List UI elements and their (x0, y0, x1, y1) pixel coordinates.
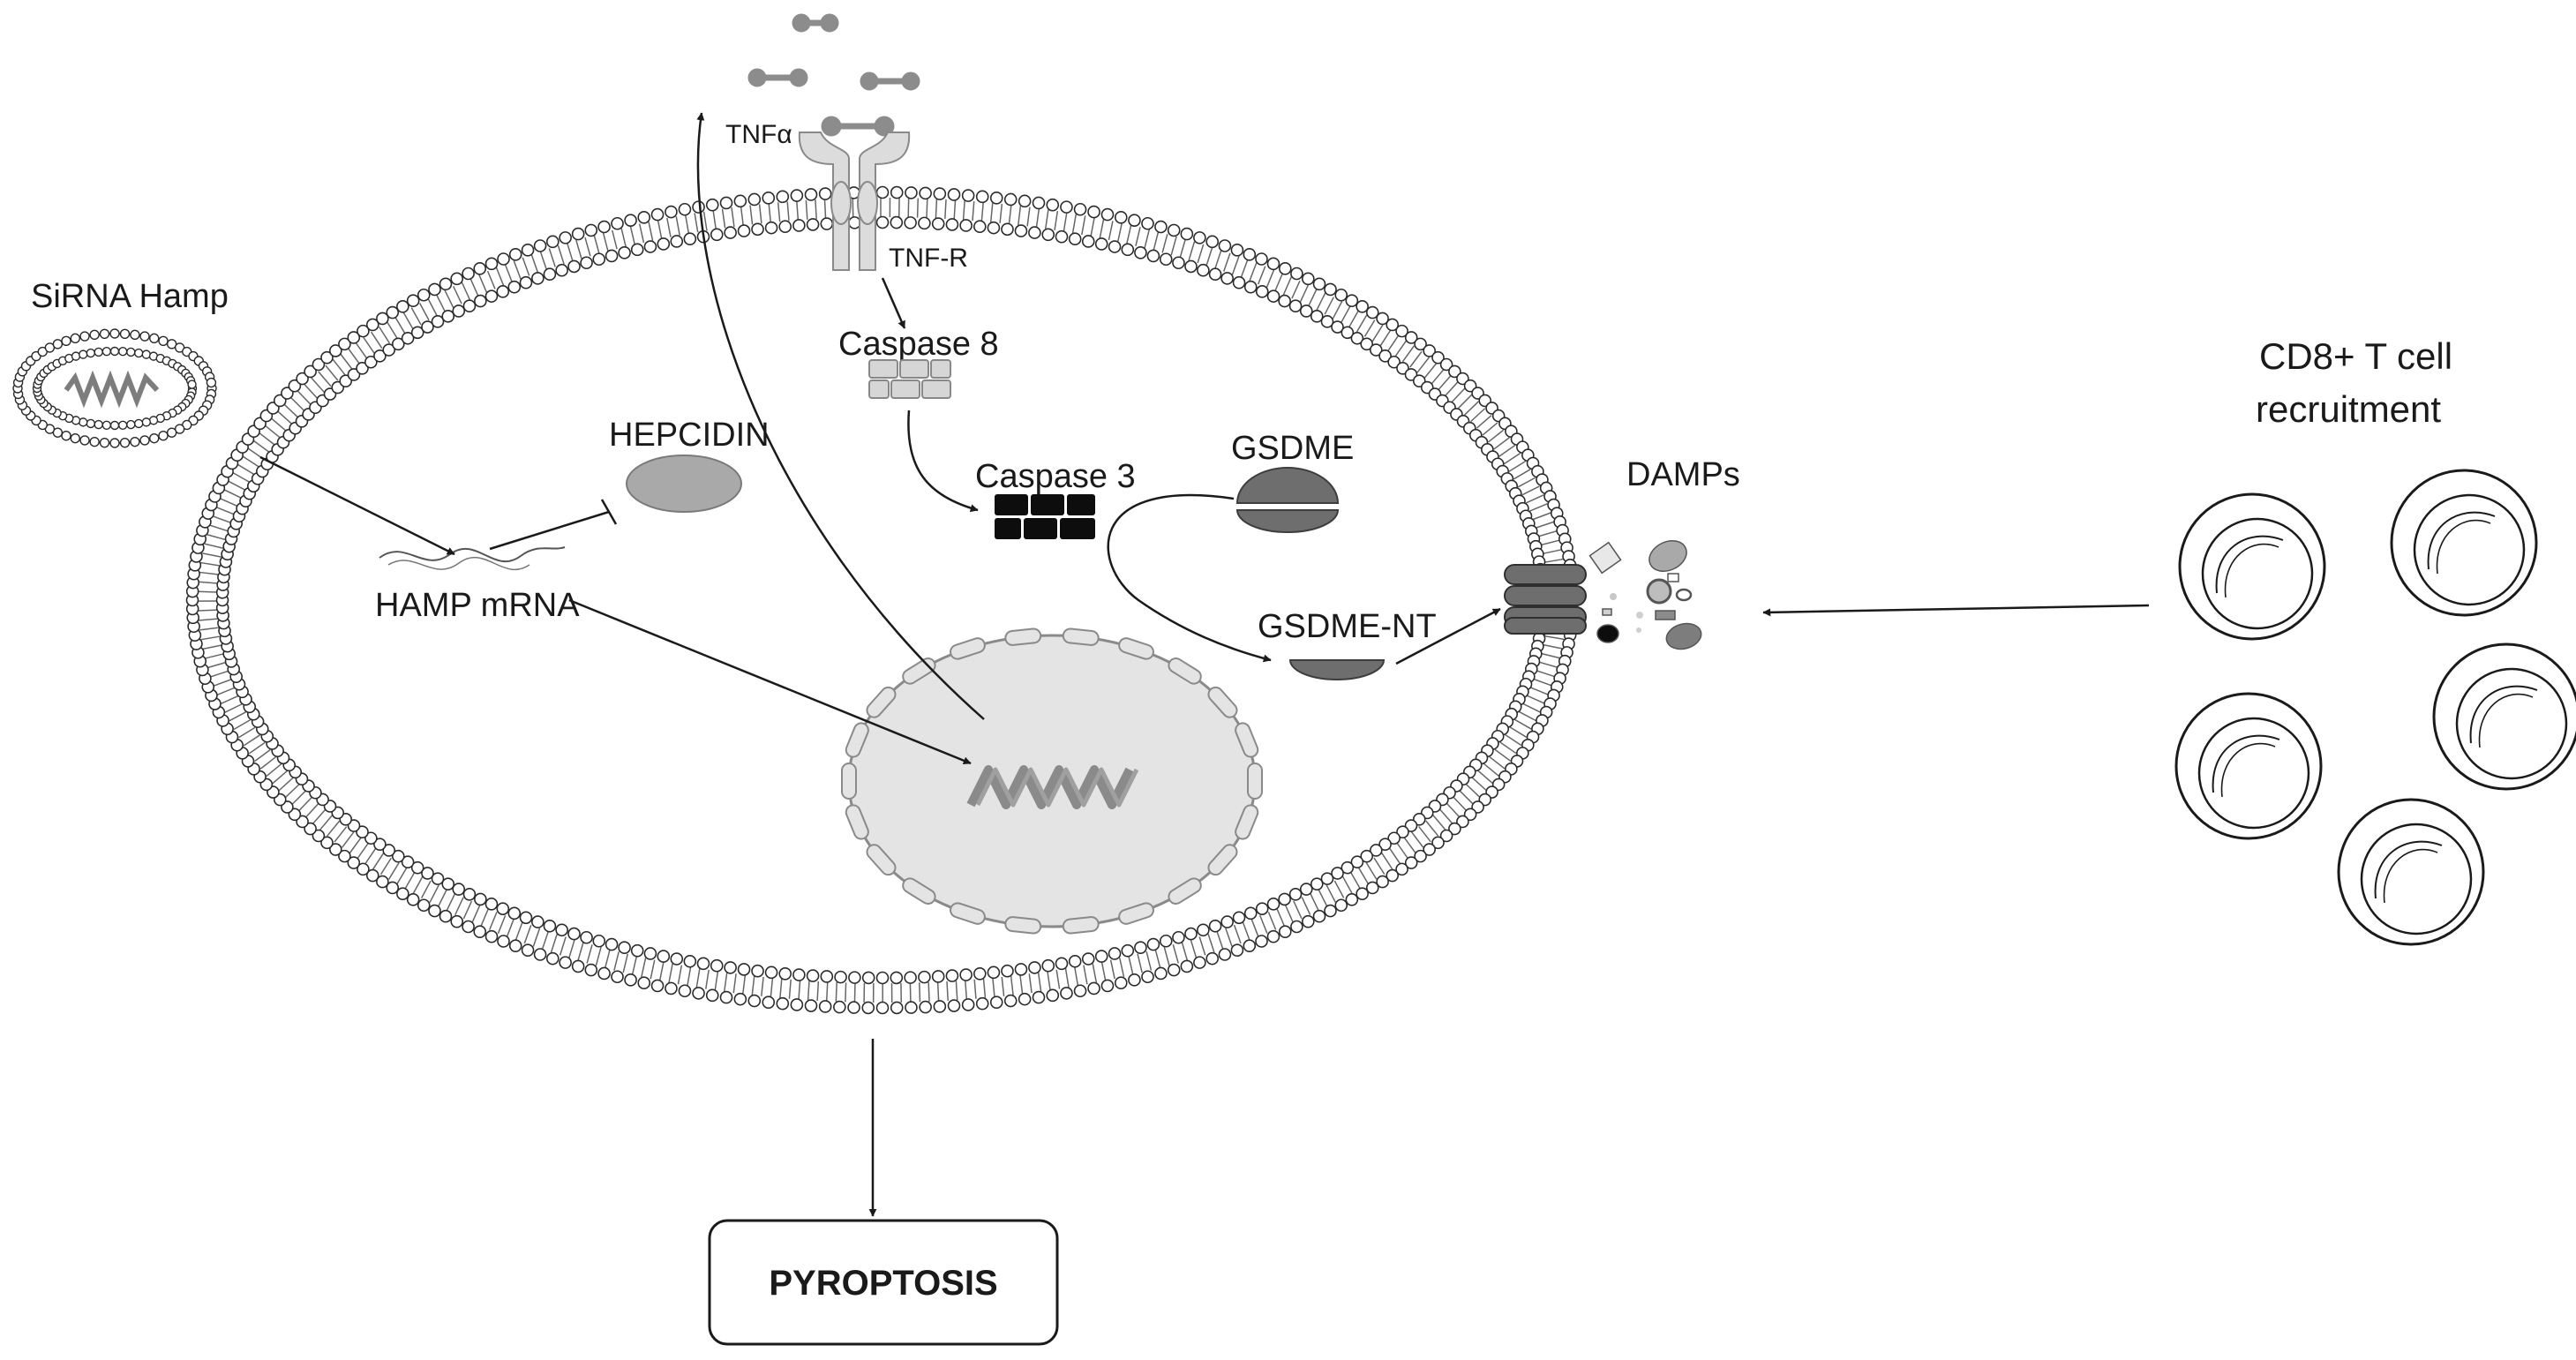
gsdme-label: GSDME (1231, 430, 1354, 467)
arrow-dna-to-tnfa (696, 112, 985, 720)
arrow-sirna-to-mrna (259, 455, 455, 556)
sirna-strand-icon (64, 370, 160, 409)
t-cell-icon (2390, 469, 2538, 617)
tnfa-label: TNFα (725, 120, 792, 149)
arrow-mrna-to-dna (568, 598, 972, 765)
inhibition-mrna-hepcidin (489, 510, 610, 551)
tnfa-ligand-icon (860, 71, 920, 91)
hepcidin-label: HEPCIDIN (609, 417, 770, 454)
arrow-gsdmeNT-to-pore (1395, 607, 1501, 665)
inhibition-bar (600, 499, 618, 525)
hamp-mrna-label: HAMP mRNA (375, 587, 580, 624)
tnfa-ligand-icon (747, 68, 808, 87)
hepcidin-protein-icon (626, 455, 742, 513)
t-cell-icon (2337, 798, 2485, 946)
tcell-label-line1: CD8+ T cell (2259, 335, 2452, 377)
gsdme-nt-fragment-icon (1288, 659, 1386, 680)
tnfr-label: TNF-R (889, 244, 968, 273)
tnfa-ligand-icon (821, 116, 895, 137)
gsdme-pore-icon (1504, 564, 1587, 635)
sirna-label: SiRNA Hamp (31, 278, 229, 315)
tnf-receptor-icon (798, 131, 911, 271)
t-cell-icon (2174, 692, 2323, 840)
sirna-liposome (12, 328, 217, 448)
tnfa-ligands (747, 13, 920, 137)
dna-icon (966, 765, 1139, 809)
pyroptosis-label: PYROPTOSIS (769, 1264, 997, 1303)
caspase3-label: Caspase 3 (975, 458, 1136, 495)
caspase3-icon (995, 494, 1095, 539)
arrow-tcell-to-damps (1762, 604, 2150, 617)
arrow-tnfr-to-casp8 (881, 277, 906, 329)
gsdme-nt-label: GSDME-NT (1258, 608, 1437, 645)
arrow-gsdme-to-gsdmeNT (1107, 493, 1272, 663)
pathway-arrows (259, 112, 2150, 1217)
damps-label: DAMPs (1626, 456, 1740, 493)
tnfa-ligand-icon (792, 13, 839, 33)
t-cell-icon (2178, 492, 2326, 641)
arrow-casp8-to-casp3 (907, 410, 979, 513)
caspase8-label: Caspase 8 (838, 326, 999, 363)
hamp-mrna-icon (379, 546, 566, 562)
caspase8-icon (868, 359, 951, 399)
cd8-t-cells (2174, 469, 2576, 946)
damps-icon (1588, 540, 1702, 650)
gsdme-protein-icon (1235, 467, 1340, 533)
pyroptosis-box (708, 1219, 1059, 1346)
t-cell-icon (2432, 642, 2576, 791)
tcell-label-line2: recruitment (2256, 388, 2441, 430)
